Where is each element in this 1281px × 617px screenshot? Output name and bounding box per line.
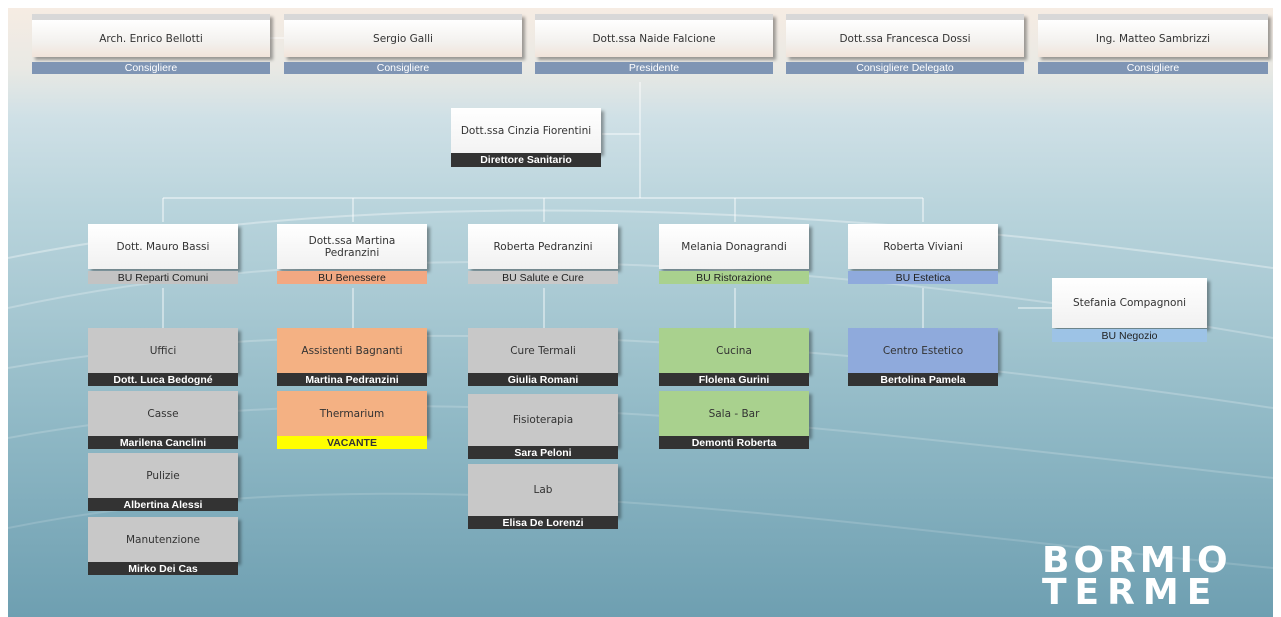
board-member: Arch. Enrico Bellotti Consigliere [32,14,270,74]
department-head: Marilena Canclini [88,436,238,449]
department-head: Albertina Alessi [88,498,238,511]
department-head: Elisa De Lorenzi [468,516,618,529]
department-card: Lab Elisa De Lorenzi [468,464,618,529]
board-member: Dott.ssa Francesca Dossi Consigliere Del… [786,14,1024,74]
bu-head-name: Melania Donagrandi [659,224,809,269]
department-name: Casse [88,391,238,436]
department-card: Uffici Dott. Luca Bedogné [88,328,238,386]
department-card: Pulizie Albertina Alessi [88,453,238,511]
bu-head-name: Roberta Pedranzini [468,224,618,269]
bu-card: Roberta Viviani BU Estetica [848,224,998,284]
board-member: Dott.ssa Naide Falcione Presidente [535,14,773,74]
board-member-name: Dott.ssa Francesca Dossi [786,14,1024,57]
department-card: Cucina Flolena Gurini [659,328,809,386]
bu-label: BU Negozio [1052,329,1207,342]
department-head: Martina Pedranzini [277,373,427,386]
bormio-terme-logo: BORMIO TERME [1042,540,1242,613]
department-name: Manutenzione [88,517,238,562]
department-card: Casse Marilena Canclini [88,391,238,449]
department-card: Assistenti Bagnanti Martina Pedranzini [277,328,427,386]
department-head: Dott. Luca Bedogné [88,373,238,386]
board-member: Ing. Matteo Sambrizzi Consigliere [1038,14,1268,74]
department-name: Uffici [88,328,238,373]
department-name: Thermarium [277,391,427,436]
bu-head-name: Dott.ssa Martina Pedranzini [277,224,427,269]
bu-head-name: Dott. Mauro Bassi [88,224,238,269]
department-head: Sara Peloni [468,446,618,459]
logo-line-2: TERME [1042,572,1220,613]
department-card: Centro Estetico Bertolina Pamela [848,328,998,386]
org-chart: Arch. Enrico Bellotti Consigliere Sergio… [8,8,1273,617]
department-name: Cucina [659,328,809,373]
bu-label: BU Ristorazione [659,271,809,284]
board-member-role: Consigliere Delegato [786,62,1024,74]
department-name: Pulizie [88,453,238,498]
department-head: Mirko Dei Cas [88,562,238,575]
director-role: Direttore Sanitario [451,153,601,167]
bu-label: BU Salute e Cure [468,271,618,284]
department-name: Centro Estetico [848,328,998,373]
bu-label: BU Reparti Comuni [88,271,238,284]
bu-label: BU Estetica [848,271,998,284]
bu-card: Melania Donagrandi BU Ristorazione [659,224,809,284]
connector-lines [162,37,1053,328]
bu-card: Stefania Compagnoni BU Negozio [1052,278,1207,342]
department-card: Fisioterapia Sara Peloni [468,394,618,459]
board-member-role: Consigliere [1038,62,1268,74]
department-name: Assistenti Bagnanti [277,328,427,373]
department-head: Flolena Gurini [659,373,809,386]
bu-card: Dott.ssa Martina Pedranzini BU Benessere [277,224,427,284]
department-name: Lab [468,464,618,516]
department-card: Sala - Bar Demonti Roberta [659,391,809,449]
department-name: Fisioterapia [468,394,618,446]
department-head: Giulia Romani [468,373,618,386]
board-member-role: Consigliere [284,62,522,74]
department-head: VACANTE [277,436,427,449]
board-member-name: Dott.ssa Naide Falcione [535,14,773,57]
bu-head-name: Roberta Viviani [848,224,998,269]
department-card: Thermarium VACANTE [277,391,427,449]
department-name: Cure Termali [468,328,618,373]
bu-label: BU Benessere [277,271,427,284]
department-head: Bertolina Pamela [848,373,998,386]
logo-line-1: BORMIO [1042,540,1232,581]
director-name: Dott.ssa Cinzia Fiorentini [451,108,601,153]
board-member-name: Arch. Enrico Bellotti [32,14,270,57]
board-member-role: Presidente [535,62,773,74]
director-card: Dott.ssa Cinzia Fiorentini Direttore San… [451,108,601,167]
board-member-name: Sergio Galli [284,14,522,57]
department-name: Sala - Bar [659,391,809,436]
board-member: Sergio Galli Consigliere [284,14,522,74]
bu-head-name: Stefania Compagnoni [1052,278,1207,328]
department-card: Cure Termali Giulia Romani [468,328,618,386]
board-member-role: Consigliere [32,62,270,74]
bu-card: Roberta Pedranzini BU Salute e Cure [468,224,618,284]
department-head: Demonti Roberta [659,436,809,449]
department-card: Manutenzione Mirko Dei Cas [88,517,238,575]
bu-card: Dott. Mauro Bassi BU Reparti Comuni [88,224,238,284]
board-member-name: Ing. Matteo Sambrizzi [1038,14,1268,57]
